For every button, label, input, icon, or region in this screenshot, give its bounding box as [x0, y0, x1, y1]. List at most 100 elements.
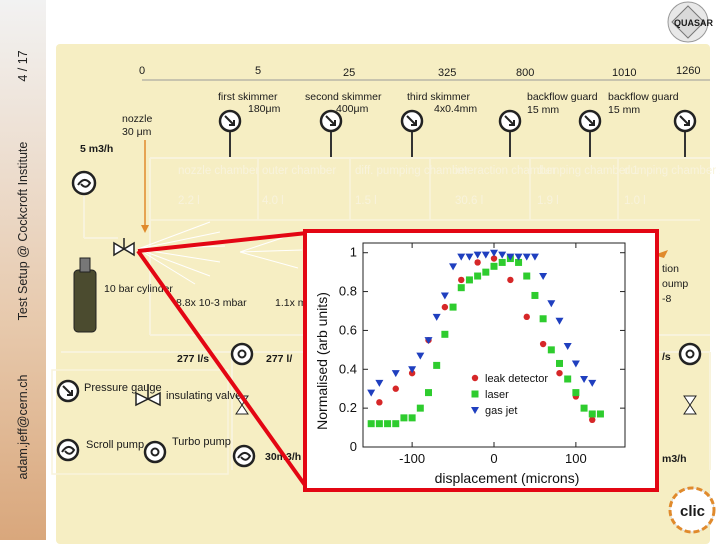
chamber-volume: 30.6 l [455, 195, 483, 207]
leak-detector-point [589, 416, 596, 423]
pump-speed: /s [662, 351, 671, 363]
gas-jet-cone [137, 221, 303, 285]
insulating-valve-icon [113, 238, 135, 257]
turbo-pump-icon [143, 440, 167, 464]
laser-point [408, 414, 416, 422]
leak-detector-point [376, 399, 383, 406]
laser-point [588, 410, 596, 418]
gas-jet-point [563, 342, 572, 350]
pressure-gauge-icon [498, 109, 522, 158]
label-fragment: oump [662, 278, 688, 290]
laser-point [392, 420, 400, 428]
chamber-name: dumping chamber 2 [624, 165, 720, 177]
gas-jet-point [588, 379, 597, 387]
legend-label-laser: laser [485, 389, 509, 401]
laser-point [425, 389, 432, 397]
chamber-volume: 1.9 l [537, 195, 559, 207]
scroll-flow-top: 5 m3/h [80, 143, 113, 155]
laser-point [490, 262, 498, 270]
skimmer-name: third skimmer [407, 91, 471, 103]
laser-point [384, 420, 392, 428]
position-label: 5 [255, 65, 261, 77]
laser-point [457, 284, 465, 292]
y-tick-label: 0.8 [339, 284, 357, 299]
callout-line [137, 231, 308, 253]
nozzle-size: 30 μm [122, 126, 152, 138]
laser-point [441, 330, 449, 338]
legend-marker-leak-detector [471, 374, 479, 382]
y-tick-label: 1 [350, 245, 357, 260]
laser-point [531, 291, 539, 299]
laser-point [474, 272, 482, 280]
skimmer-name: backflow guard [608, 91, 679, 103]
gas-jet-point [514, 253, 523, 261]
gas-jet-point [432, 313, 441, 321]
chamber-name: outer chamber [262, 165, 336, 177]
symbol-legend: Pressure gauge insulating valve Scroll p… [51, 369, 241, 475]
pressure-gauge-icon [319, 109, 343, 158]
skimmer-name: first skimmer [218, 91, 278, 103]
skimmer-size: 15 mm [608, 104, 640, 116]
legend-turbo-pump: Turbo pump [172, 436, 231, 448]
gas-jet-point [506, 253, 515, 261]
scroll-pump-icon [71, 170, 97, 196]
position-label: 1010 [612, 67, 636, 79]
chamber-name: diff. pumping chamber [355, 165, 469, 177]
y-tick-label: 0 [350, 439, 357, 454]
legend-marker-laser [471, 390, 479, 398]
gas-jet-point [440, 292, 449, 300]
position-label: 325 [438, 67, 456, 79]
quasar-logo: QUASAR [667, 1, 714, 43]
legend-label-leak-detector: leak detector [485, 373, 548, 385]
leak-detector-point [539, 340, 547, 348]
gas-jet-point [490, 249, 498, 257]
pump-speed: 277 l/ [266, 353, 292, 365]
gas-jet-point [580, 376, 589, 383]
laser-point [523, 272, 531, 280]
insulating-valve-icon [683, 395, 697, 415]
gas-jet-point [571, 360, 580, 368]
pressure-gauges-top [218, 109, 697, 158]
skimmer-size: 400μm [336, 103, 369, 115]
gas-jet-point [457, 253, 466, 261]
y-tick-label: 0.2 [339, 400, 357, 415]
turbo-pump-icon [230, 342, 254, 366]
pressure-gauge-icon [218, 109, 242, 158]
laser-point [572, 389, 580, 397]
clic-logo: clic [668, 486, 716, 534]
x-tick-label: -100 [399, 451, 425, 466]
sidebar: 4 / 17 Test Setup @ Cockcroft Institute … [0, 0, 46, 540]
x-tick-label: 0 [490, 451, 497, 466]
chamber-volume: 4.0 l [262, 195, 284, 207]
skimmer-name: second skimmer [305, 91, 382, 103]
chamber-name: interaction chamber [455, 165, 556, 177]
gas-jet-point [391, 370, 400, 378]
gas-jet-point [522, 253, 531, 261]
gas-jet-point [465, 253, 474, 261]
x-tick-label: 100 [565, 451, 587, 466]
gas-jet-point [449, 263, 458, 271]
nozzle-name: nozzle [122, 113, 153, 125]
laser-point [416, 404, 424, 412]
gas-cylinder-icon [73, 257, 97, 333]
leak-detector-point [490, 255, 498, 262]
gas-jet-point [416, 352, 425, 360]
leak-detector-point [523, 313, 530, 321]
gas-jet-point [473, 251, 482, 259]
leak-detector-point [441, 303, 449, 311]
laser-point [375, 420, 383, 428]
chamber-volume: 1.5 l [355, 195, 377, 207]
gas-jet-point [408, 366, 417, 374]
laser-point [539, 315, 547, 323]
quasar-logo-text: QUASAR [674, 18, 714, 28]
chamber-name: nozzle chamber [178, 165, 259, 177]
scroll-pump-icon [56, 438, 80, 462]
legend-pressure-gauge: Pressure gauge [84, 382, 162, 394]
pump-speed: 277 l/s [177, 353, 209, 365]
position-label: 25 [343, 67, 355, 79]
laser-point [498, 258, 506, 266]
clic-logo-text: clic [680, 503, 705, 520]
gas-jet-point [530, 253, 539, 261]
gas-jet-point [367, 389, 376, 397]
